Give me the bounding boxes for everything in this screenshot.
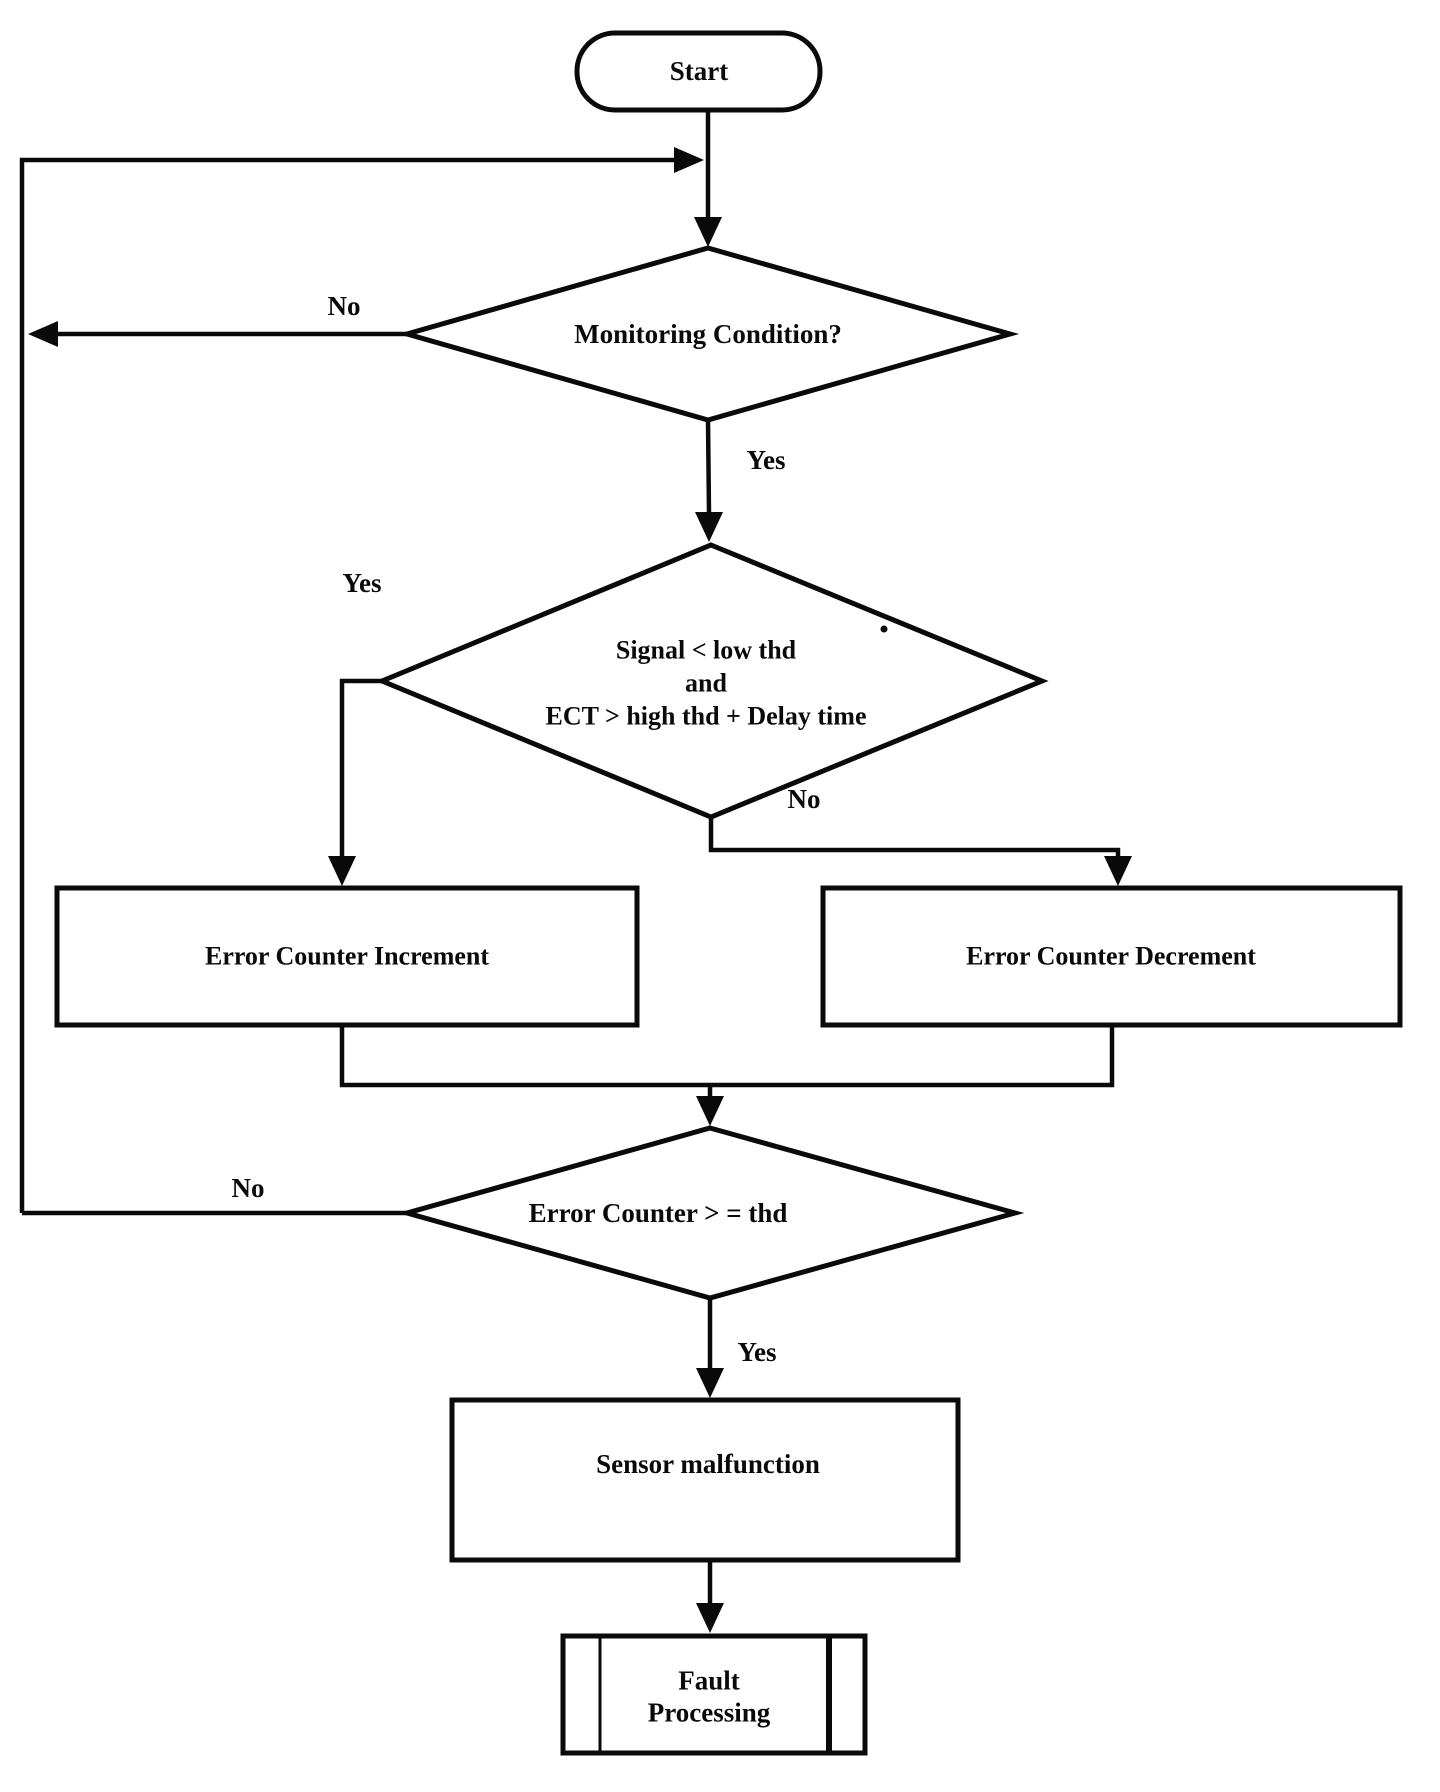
decrement-process-shape: [820, 885, 1403, 1028]
start-terminator-shape: [574, 30, 823, 113]
edge-label-threshold-no: No: [231, 1172, 265, 1203]
edge-monitoring-yes: [705, 419, 712, 515]
monitoring-label: Monitoring Condition?: [574, 318, 842, 349]
edge-label-signal-yes: Yes: [342, 567, 382, 598]
edge-label-threshold-yes: Yes: [737, 1336, 777, 1367]
signal-label-line1: Signal < low thd: [615, 635, 797, 665]
threshold-label: Error Counter > = thd: [528, 1197, 788, 1228]
start-label: Start: [669, 55, 729, 86]
merge-line: [339, 1025, 1115, 1088]
arrowhead-into-increment: [328, 856, 356, 886]
arrowhead-loop-join: [674, 147, 704, 173]
stray-ink-dot: [880, 625, 888, 633]
signal-label-line3: ECT > high thd + Delay time: [545, 701, 867, 731]
signal-label-line2: and: [685, 668, 727, 698]
arrowhead-into-fault: [696, 1603, 724, 1633]
signal-label: Signal < low thd and ECT > high thd + De…: [546, 634, 867, 733]
edge-signal-yes: [339, 678, 382, 856]
return-loop-line: [19, 157, 674, 1213]
arrowhead-monitoring-no: [28, 321, 58, 347]
edge-label-monitoring-yes: Yes: [746, 444, 786, 475]
arrowhead-into-sensor: [696, 1368, 724, 1398]
increment-process-shape: [54, 885, 640, 1028]
sensor-malfunction-shape: [449, 1397, 961, 1563]
arrowhead-into-decrement: [1104, 856, 1132, 886]
edge-label-monitoring-no: No: [327, 290, 361, 321]
fault-label-line2: Processing: [647, 1698, 771, 1728]
decrement-label: Error Counter Decrement: [966, 941, 1256, 971]
fault-label: Fault Processing: [648, 1665, 771, 1730]
increment-label: Error Counter Increment: [204, 941, 490, 971]
arrowhead-into-threshold: [696, 1096, 724, 1126]
arrowhead-into-signal: [695, 512, 723, 542]
fault-process-shape: [560, 1633, 868, 1756]
sensor-label: Sensor malfunction: [596, 1448, 820, 1479]
edge-signal-no: [708, 817, 1121, 858]
edge-label-signal-no: No: [787, 783, 821, 814]
arrowhead-into-monitoring: [694, 217, 722, 247]
fault-label-line1: Fault: [678, 1665, 740, 1696]
